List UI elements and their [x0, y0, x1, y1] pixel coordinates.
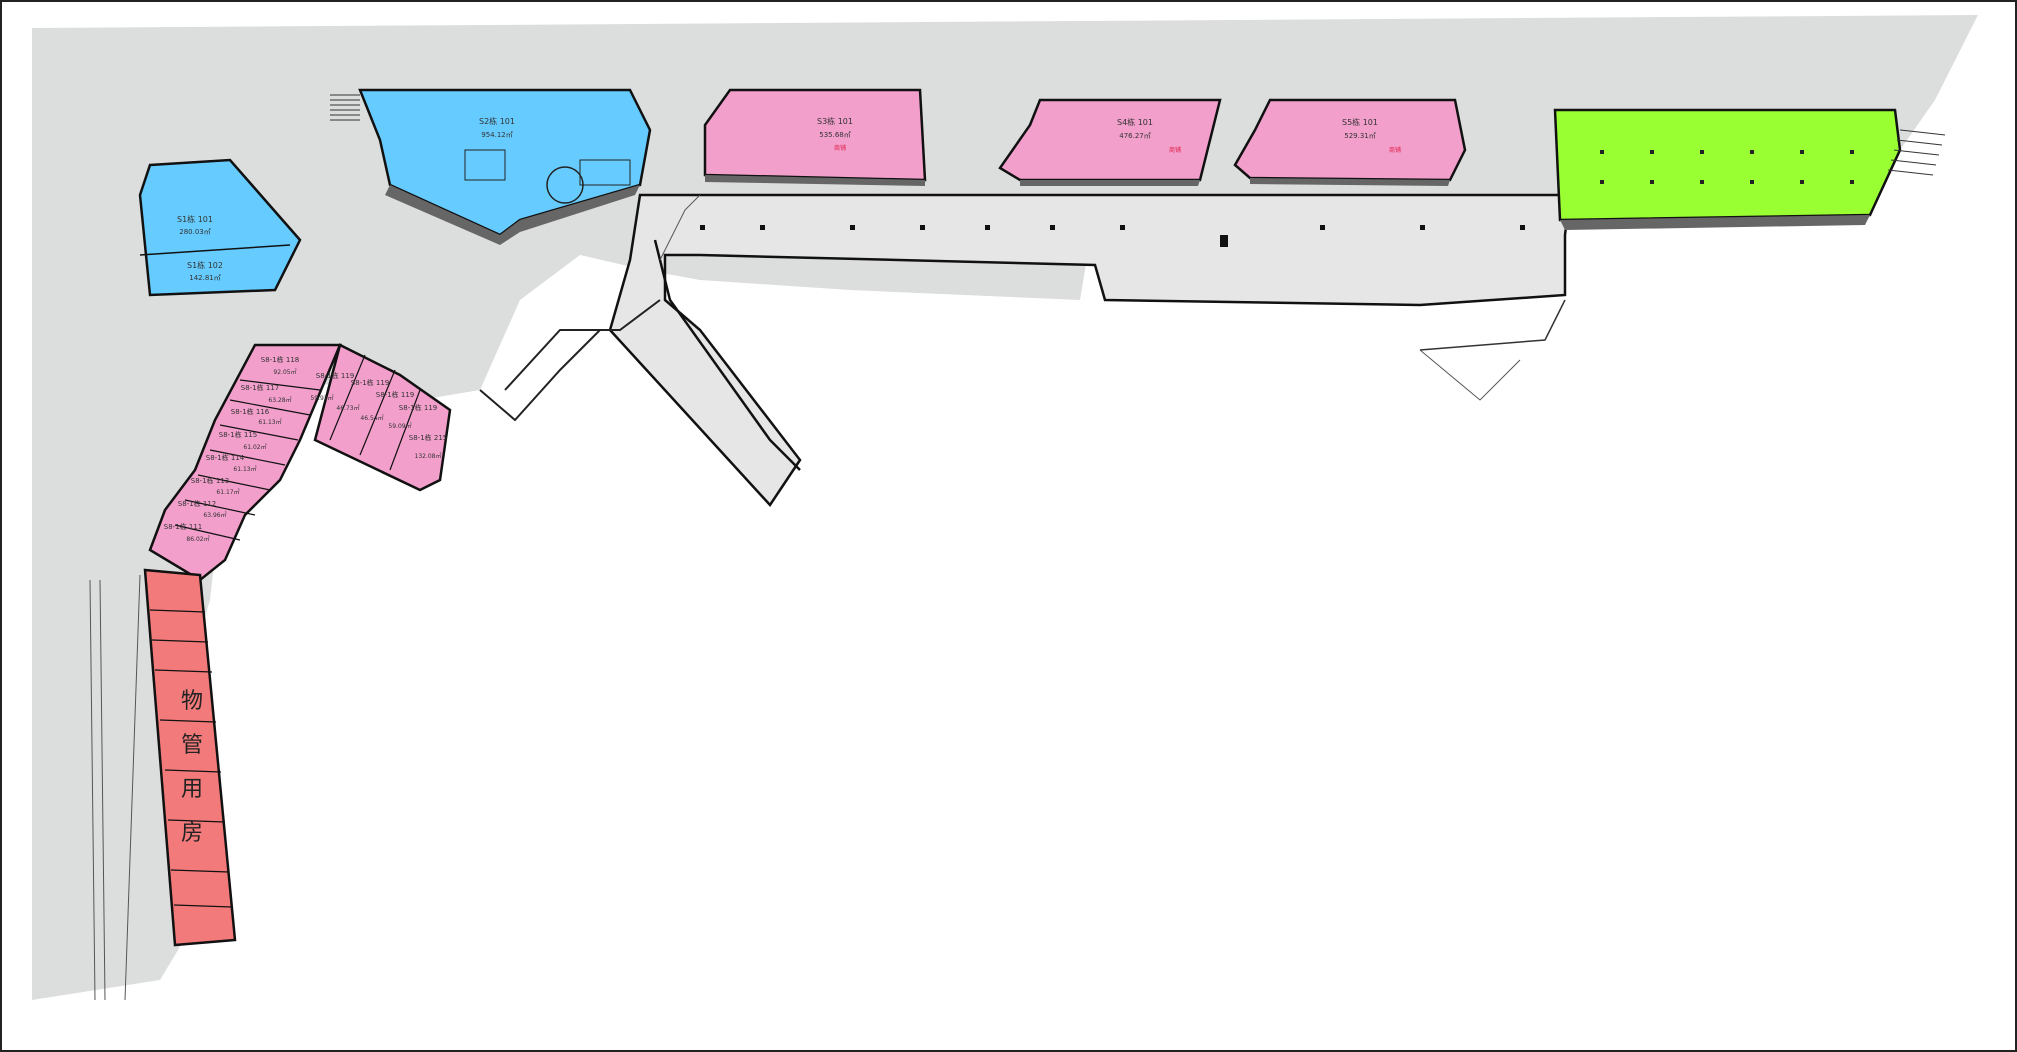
area-s8-116: 61.13㎡ [258, 418, 281, 426]
site-ground [32, 15, 1978, 1000]
s2-room [464, 149, 506, 181]
area-s8-114: 61.13㎡ [233, 465, 256, 473]
area-s8-119d: 59.09㎡ [388, 422, 411, 430]
label-s8-215: S8-1栋 215 [409, 433, 447, 442]
pm-label-4: 房 [181, 821, 203, 846]
west-walkway [89, 574, 141, 1001]
s3-shadow [705, 175, 925, 186]
area-s8-112: 63.96㎡ [203, 511, 226, 519]
s2-shadow [385, 185, 640, 245]
stair-hatch [330, 94, 1946, 176]
s5-shadow [1250, 178, 1450, 186]
unit-s8-strip[interactable] [148, 343, 342, 582]
unit-s8-east[interactable] [313, 343, 452, 492]
tag-s4: 商铺 [1169, 146, 1181, 154]
area-s8-115: 61.02㎡ [243, 443, 266, 451]
road-edge-inner [659, 194, 701, 261]
unit-s6[interactable] [1553, 108, 1902, 222]
boundary-line [1419, 299, 1566, 351]
label-s1-101: S1栋 101 [177, 214, 213, 224]
unit-s3[interactable] [703, 88, 927, 182]
label-s8-114: S8-1栋 114 [206, 453, 245, 462]
label-s8-113: S8-1栋 113 [191, 476, 229, 485]
s4-shadow [1020, 180, 1200, 186]
label-s8-119c: S8-1栋 119 [376, 390, 414, 399]
area-s8-117: 63.28㎡ [268, 396, 291, 404]
pm-label-1: 物 [181, 689, 203, 714]
area-s8-119b: 46.73㎡ [336, 404, 359, 412]
label-s8-115: S8-1栋 115 [219, 430, 257, 439]
unit-s5[interactable] [1233, 98, 1467, 182]
label-s1-102: S1栋 102 [187, 260, 223, 270]
s8-dividers [174, 354, 421, 541]
s6-grid-columns [1600, 150, 1854, 184]
label-s5-101: S5栋 101 [1342, 117, 1378, 127]
label-s8-119a: S8-1栋 119 [316, 371, 354, 380]
pm-label-3: 用 [181, 777, 203, 802]
area-s1-101: 280.03㎡ [179, 228, 211, 236]
area-s4-101: 476.27㎡ [1119, 132, 1151, 140]
area-s8-113: 61.17㎡ [216, 488, 239, 496]
area-s8-215: 132.08㎡ [415, 452, 442, 460]
unit-s1[interactable] [138, 158, 302, 297]
area-s8-119c: 46.54㎡ [360, 414, 383, 422]
unit-divider [139, 244, 291, 256]
pm-dividers [149, 609, 233, 908]
label-s8-118: S8-1栋 118 [261, 355, 299, 364]
corridor-wall [504, 299, 661, 391]
label-s8-117: S8-1栋 117 [241, 383, 279, 392]
label-s8-116: S8-1栋 116 [231, 407, 270, 416]
area-s3-101: 535.68㎡ [819, 131, 851, 139]
area-s1-102: 142.81㎡ [189, 274, 221, 282]
label-s4-101: S4栋 101 [1117, 117, 1153, 127]
area-s8-111: 86.02㎡ [186, 535, 209, 543]
road-edge [653, 239, 801, 471]
area-s8-119a: 59.92㎡ [310, 394, 333, 402]
service-road [608, 193, 1572, 508]
corridor-wall-2 [479, 329, 601, 422]
label-s8-119d: S8-1栋 119 [399, 403, 437, 412]
unit-property-management[interactable] [143, 568, 237, 947]
pm-label-2: 管 [181, 733, 203, 758]
s6-shadow [1560, 215, 1870, 230]
area-s5-101: 529.31㎡ [1344, 132, 1376, 140]
area-s2-101: 954.12㎡ [481, 131, 513, 139]
label-s3-101: S3栋 101 [817, 116, 853, 126]
tag-s5: 商铺 [1389, 146, 1401, 154]
label-s2-101: S2栋 101 [479, 116, 515, 126]
label-s8-112: S8-1栋 112 [178, 499, 216, 508]
label-s8-119b: S8-1栋 119 [351, 378, 389, 387]
label-s8-111: S8-1栋 111 [164, 522, 202, 531]
s2-room-2 [579, 159, 631, 186]
area-s8-118: 92.05㎡ [273, 368, 296, 376]
boundary-line-2 [1419, 349, 1521, 401]
corridor-columns [700, 225, 1525, 247]
tag-s3: 商铺 [834, 144, 846, 152]
